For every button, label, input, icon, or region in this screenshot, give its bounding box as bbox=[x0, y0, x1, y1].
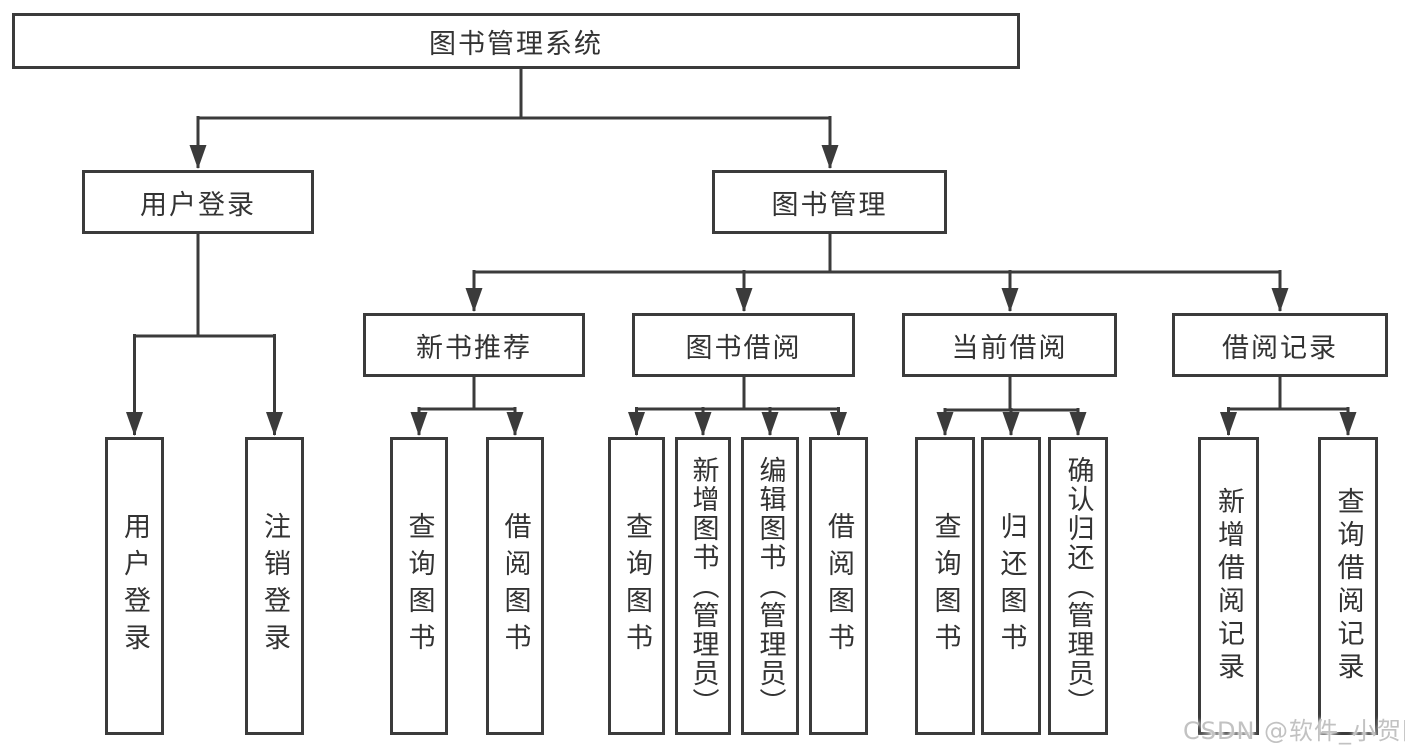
node-leaf-query-books-recommend: 查询图书 bbox=[390, 437, 448, 735]
node-leaf-user-login: 用户登录 bbox=[105, 437, 164, 735]
node-new-book-recommendation: 新书推荐 bbox=[363, 313, 585, 377]
connector-borrow-records-to-leaves bbox=[1220, 376, 1357, 436]
node-leaf-query-books-borrowing: 查询图书 bbox=[608, 437, 665, 735]
node-book-borrowing: 图书借阅 bbox=[632, 313, 855, 377]
node-book-management: 图书管理 bbox=[712, 170, 947, 234]
node-library-management-system: 图书管理系统 bbox=[12, 13, 1020, 69]
node-leaf-borrow-books: 借阅图书 bbox=[809, 437, 868, 735]
connector-book-management-to-modules bbox=[465, 233, 1289, 312]
node-leaf-edit-books-admin: 编辑图书（管理员） bbox=[741, 437, 799, 735]
connector-root-to-level2 bbox=[189, 68, 839, 169]
node-leaf-query-borrow-record: 查询借阅记录 bbox=[1318, 437, 1378, 735]
node-borrowing-records: 借阅记录 bbox=[1172, 313, 1388, 377]
connector-current-borrowing-to-leaves bbox=[936, 376, 1087, 436]
node-leaf-return-books: 归还图书 bbox=[981, 437, 1041, 735]
node-leaf-add-books-admin: 新增图书（管理员） bbox=[675, 437, 731, 735]
node-user-login: 用户登录 bbox=[82, 170, 314, 234]
connector-new-book-to-leaves bbox=[410, 376, 524, 436]
connector-book-borrowing-to-leaves bbox=[628, 376, 847, 436]
csdn-watermark: CSDN @软件_小贺同学 bbox=[1183, 717, 1405, 745]
node-leaf-add-borrow-record: 新增借阅记录 bbox=[1198, 437, 1259, 735]
node-leaf-confirm-return-admin: 确认归还（管理员） bbox=[1048, 437, 1108, 735]
node-leaf-query-books-current: 查询图书 bbox=[915, 437, 975, 735]
node-current-borrowing: 当前借阅 bbox=[902, 313, 1117, 377]
connector-user-login-to-leaves bbox=[126, 233, 283, 436]
node-leaf-borrow-books-recommend: 借阅图书 bbox=[486, 437, 544, 735]
node-leaf-logout: 注销登录 bbox=[245, 437, 304, 735]
